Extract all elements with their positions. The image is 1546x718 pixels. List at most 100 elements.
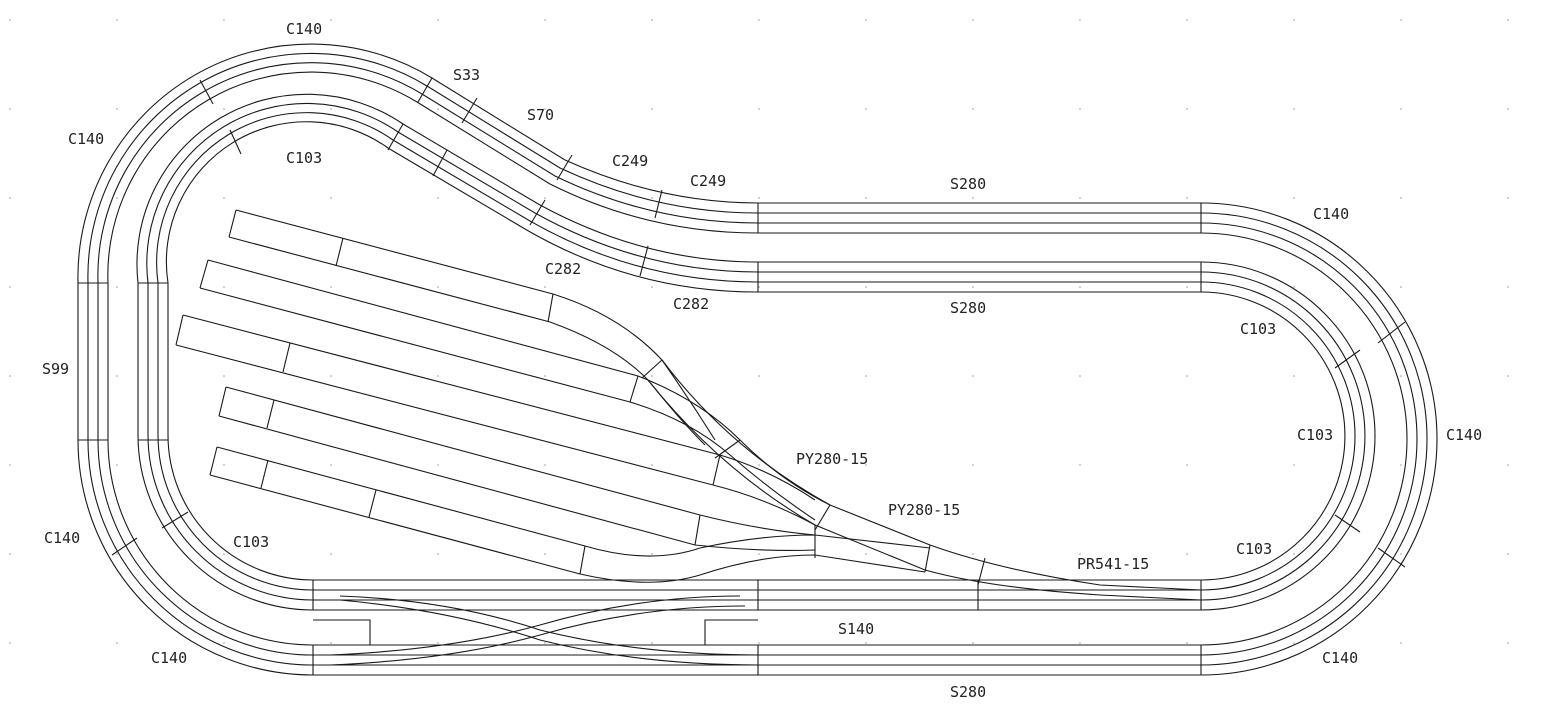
grid-dot (330, 375, 332, 377)
grid-dot (758, 553, 760, 555)
grid-dot (758, 642, 760, 644)
grid-dot (9, 375, 11, 377)
grid-dot (223, 464, 225, 466)
grid-dot (865, 464, 867, 466)
grid-dot (9, 642, 11, 644)
grid-dot (1507, 553, 1509, 555)
grid-dot (9, 197, 11, 199)
label-py280-15-a: PY280-15 (796, 450, 868, 468)
grid-dot (437, 553, 439, 555)
grid-dot (972, 197, 974, 199)
grid-dot (1079, 464, 1081, 466)
grid-dot (9, 19, 11, 21)
grid-dot (972, 553, 974, 555)
grid-dot (1079, 553, 1081, 555)
grid-dot (437, 108, 439, 110)
grid-dot (223, 642, 225, 644)
grid-dot (330, 464, 332, 466)
grid-dot (330, 642, 332, 644)
grid-dot (1186, 642, 1188, 644)
label-c282-b: C282 (673, 295, 709, 313)
grid-dot (1507, 19, 1509, 21)
grid-dot (1400, 464, 1402, 466)
label-c103-top: C103 (286, 149, 322, 167)
grid-dot (437, 286, 439, 288)
label-c140-left-top: C140 (68, 130, 104, 148)
grid-dot (865, 642, 867, 644)
grid-dot (758, 286, 760, 288)
grid-dot (1400, 553, 1402, 555)
grid-dot (758, 108, 760, 110)
label-s99: S99 (42, 360, 69, 378)
label-s33: S33 (453, 66, 480, 84)
grid-dot (223, 108, 225, 110)
grid-dot (1507, 642, 1509, 644)
grid-dot (330, 286, 332, 288)
grid-dot (1507, 286, 1509, 288)
grid-dot (865, 286, 867, 288)
grid-dot (1186, 286, 1188, 288)
grid-dot (223, 19, 225, 21)
grid-dot (1079, 375, 1081, 377)
grid-dot (1186, 553, 1188, 555)
grid-dot (651, 464, 653, 466)
label-c140-top: C140 (286, 20, 322, 38)
grid-dot (758, 464, 760, 466)
grid-dot (1400, 286, 1402, 288)
grid-dot (437, 197, 439, 199)
label-s280-mid: S280 (950, 299, 986, 317)
grid-dot (1079, 286, 1081, 288)
grid-dot (651, 553, 653, 555)
label-c103-right-top: C103 (1240, 320, 1276, 338)
grid-dot (865, 553, 867, 555)
grid-dot (544, 375, 546, 377)
label-s140: S140 (838, 620, 874, 638)
grid-dot (651, 197, 653, 199)
scissors-crossover (313, 595, 759, 666)
grid-dot (9, 286, 11, 288)
grid-dot (758, 375, 760, 377)
grid-dot (1186, 108, 1188, 110)
grid-dot (972, 19, 974, 21)
label-c140-bottom-left: C140 (151, 649, 187, 667)
grid-dot (1400, 19, 1402, 21)
grid-dot (1400, 197, 1402, 199)
label-pr541-15: PR541-15 (1077, 555, 1149, 573)
grid-dot (1079, 108, 1081, 110)
label-c140-left-bottom: C140 (44, 529, 80, 547)
grid-dot (651, 286, 653, 288)
grid-dot (1293, 108, 1295, 110)
grid-dot (651, 642, 653, 644)
grid-dot (116, 553, 118, 555)
grid-dot (544, 19, 546, 21)
grid-dot (544, 642, 546, 644)
grid-dot (116, 197, 118, 199)
grid-dot (544, 286, 546, 288)
grid-dot (330, 108, 332, 110)
grid-dot (437, 464, 439, 466)
section-labels: C140 S33 S70 C140 C103 C249 C249 S280 C1… (42, 20, 1482, 701)
grid-dot (972, 108, 974, 110)
grid-dot (1079, 642, 1081, 644)
grid-dot (865, 375, 867, 377)
grid-dot (223, 197, 225, 199)
grid-dot (1400, 108, 1402, 110)
label-s280-bottom: S280 (950, 683, 986, 701)
label-c140-bottom-right: C140 (1322, 649, 1358, 667)
grid-dot (1293, 197, 1295, 199)
grid-dot (651, 108, 653, 110)
grid-dot (972, 464, 974, 466)
grid-dot (9, 553, 11, 555)
section-joints (111, 77, 1406, 675)
grid-dot (330, 19, 332, 21)
grid-dot (1293, 464, 1295, 466)
label-c103-right-mid: C103 (1297, 426, 1333, 444)
grid-dot (437, 642, 439, 644)
grid-dot (1079, 19, 1081, 21)
grid-dot (330, 197, 332, 199)
outer-loop-track (77, 43, 1438, 676)
label-c249-a: C249 (612, 152, 648, 170)
label-c103-right-bottom: C103 (1236, 540, 1272, 558)
label-c140-right-mid: C140 (1446, 426, 1482, 444)
